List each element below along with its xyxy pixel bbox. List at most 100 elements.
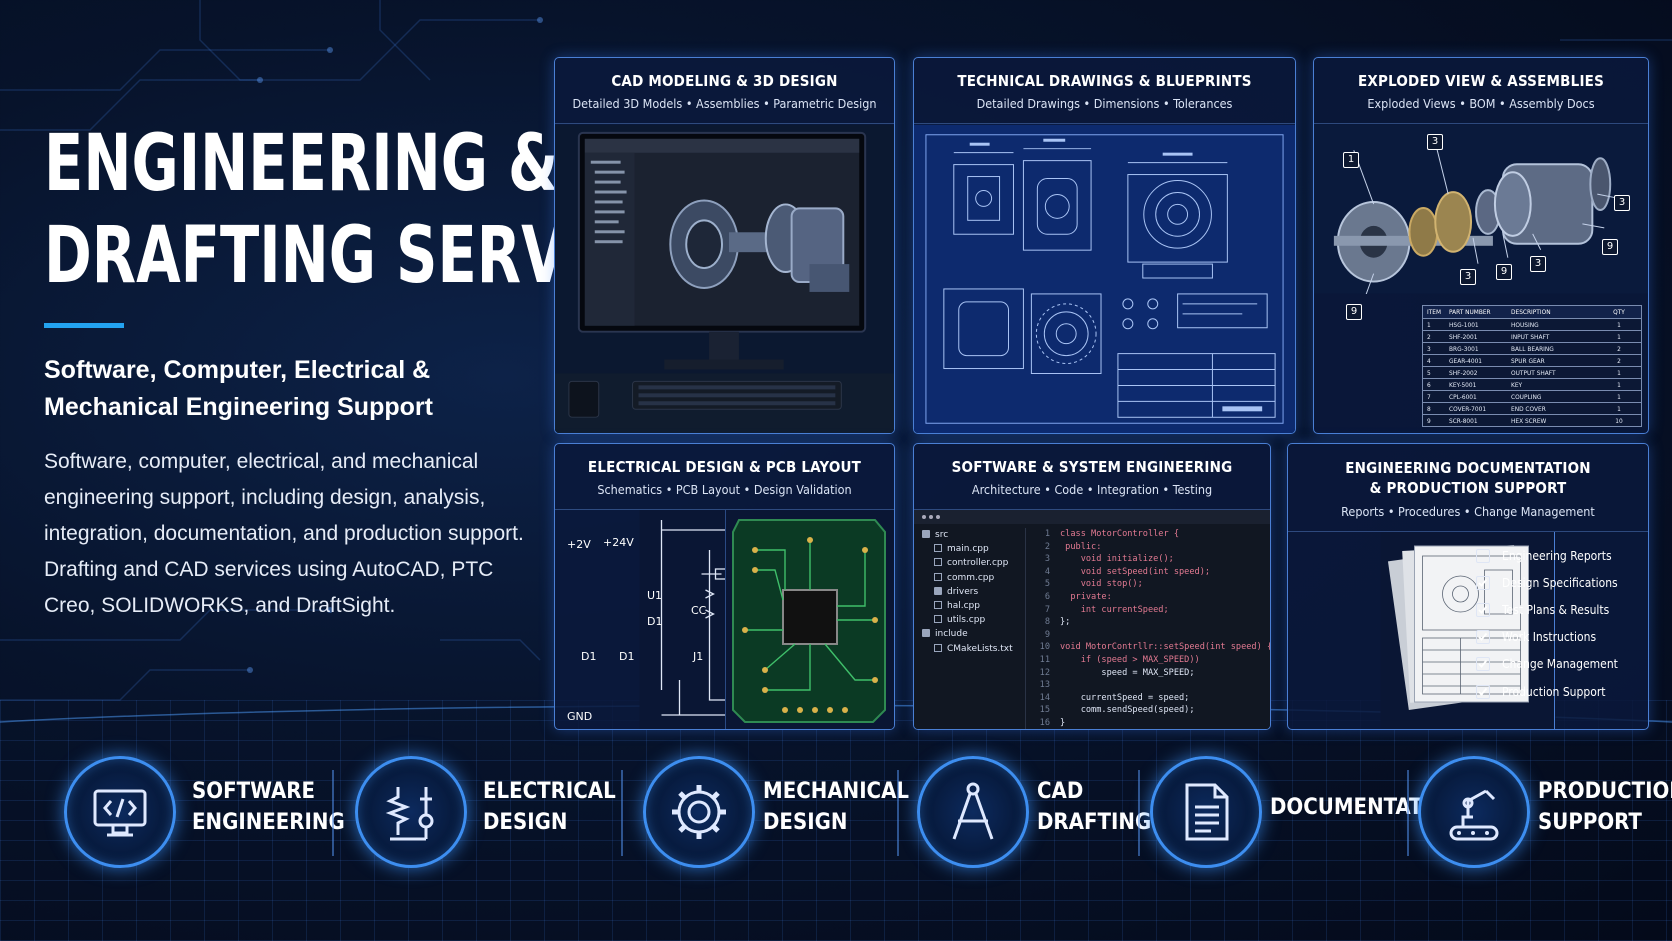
file-item[interactable]: comm.cpp [914, 571, 1025, 585]
code-line: 11 if (speed > MAX_SPEED)) [1028, 654, 1270, 667]
panel-subtitle: Detailed Drawings • Dimensions • Toleran… [976, 96, 1233, 111]
blueprint-illustration [914, 124, 1295, 433]
bom-cell: HOUSING [1511, 320, 1539, 329]
bom-cell: 2 [1617, 356, 1621, 365]
service-label-line2: DESIGN [483, 810, 568, 835]
folder-icon [934, 586, 942, 595]
line-number: 16 [1039, 717, 1050, 728]
panel-technical-drawings: TECHNICAL DRAWINGS & BLUEPRINTS Detailed… [913, 57, 1296, 434]
file-item[interactable]: hal.cpp [914, 599, 1025, 613]
bom-cell: 2 [1617, 344, 1621, 353]
tree-item-label: drivers [947, 586, 979, 597]
separator [621, 770, 623, 856]
checklist-item: Design Specifications [1476, 569, 1646, 596]
panel-title: TECHNICAL DRAWINGS & BLUEPRINTS [957, 72, 1252, 90]
callout-badge: 3 [1614, 190, 1630, 211]
bom-cell: OUTPUT SHAFT [1511, 368, 1556, 377]
checklist-item-label: Work Instructions [1502, 630, 1597, 645]
bom-cell: 6 [1427, 380, 1431, 389]
bom-cell: GEAR-4001 [1449, 356, 1483, 365]
callout-number: 9 [1346, 304, 1362, 320]
callout-badge: 9 [1602, 234, 1618, 255]
code-line: 13 [1028, 679, 1270, 692]
callout-number: 3 [1427, 134, 1443, 150]
code-line: 6 private: [1028, 591, 1270, 604]
callout-badge: 3 [1460, 264, 1476, 285]
hero-title: ENGINEERING & DRAFTING SERVICES [44, 118, 710, 302]
service-label-line1: CAD [1037, 779, 1084, 804]
file-item[interactable]: CMakeLists.txt [914, 642, 1025, 656]
file-icon [934, 600, 942, 609]
hero-subtitle-line1: Software, Computer, Electrical & [44, 356, 431, 384]
panel-software-engineering: SOFTWARE & SYSTEM ENGINEERING Architectu… [913, 443, 1271, 730]
hero-description: Software, computer, electrical, and mech… [44, 450, 524, 617]
checklist-item: Change Management [1476, 651, 1646, 678]
line-number: 3 [1044, 554, 1050, 565]
separator [1138, 770, 1140, 856]
schematic-label: U1 [647, 589, 663, 602]
panel-cad-modeling: CAD MODELING & 3D DESIGN Detailed 3D Mod… [554, 57, 895, 434]
callout-badge: 9 [1346, 299, 1362, 320]
code-line: 15 comm.sendSpeed(speed); [1028, 704, 1270, 717]
panel-exploded-view: EXPLODED VIEW & ASSEMBLIES Exploded View… [1313, 57, 1649, 434]
schematic-label: +24V [603, 536, 634, 549]
line-number: 14 [1039, 692, 1050, 703]
bom-cell: HSG-1001 [1449, 320, 1479, 329]
bom-cell: BALL BEARING [1511, 344, 1554, 353]
compass-icon [917, 756, 1029, 868]
panel-subtitle: Schematics • PCB Layout • Design Validat… [597, 482, 852, 497]
service-label-line1: MECHANICAL [763, 779, 910, 804]
file-icon [934, 643, 942, 652]
panel-title: SOFTWARE & SYSTEM ENGINEERING [951, 458, 1233, 476]
file-icon [934, 558, 942, 567]
bom-cell: 9 [1427, 416, 1431, 425]
service-label-line2: ENGINEERING [192, 810, 345, 835]
line-number: 2 [1044, 541, 1050, 552]
hero-subtitle-line2: Mechanical Engineering Support [44, 393, 433, 421]
schematic-label: J1 [693, 650, 704, 663]
code-text: void stop(); [1060, 579, 1143, 590]
schematic-label: D1 [619, 650, 635, 663]
bom-cell: BRG-3001 [1449, 344, 1479, 353]
file-item[interactable]: controller.cpp [914, 556, 1025, 570]
service-label-line2: SUPPORT [1538, 810, 1642, 835]
bom-cell: 2 [1427, 332, 1431, 341]
callout-number: 3 [1614, 195, 1630, 211]
callout-badge: 3 [1530, 251, 1546, 272]
bom-cell: COUPLING [1511, 392, 1542, 401]
folder-item[interactable]: include [914, 627, 1025, 641]
code-text: }; [1060, 617, 1071, 628]
checklist-item-label: Engineering Reports [1502, 548, 1612, 563]
code-text: comm.sendSpeed(speed); [1060, 705, 1195, 716]
folder-item[interactable]: drivers [914, 585, 1025, 599]
service-label-line1: SOFTWARE [192, 779, 316, 804]
bom-cell: SHF-2001 [1449, 332, 1478, 341]
window-dot-icon [929, 515, 933, 519]
code-line: 3 void initialize(); [1028, 553, 1270, 566]
checklist-item: Production Support [1476, 678, 1646, 705]
bom-cell: 1 [1617, 332, 1621, 341]
bom-cell: CPL-6001 [1449, 392, 1477, 401]
file-item[interactable]: utils.cpp [914, 613, 1025, 627]
schematic-label: D1 [647, 615, 663, 628]
file-icon [934, 572, 942, 581]
tree-item-label: CMakeLists.txt [947, 643, 1013, 654]
line-number: 5 [1044, 579, 1050, 590]
bom-cell: SHF-2002 [1449, 368, 1478, 377]
folder-item[interactable]: src [914, 528, 1025, 542]
separator [1407, 770, 1409, 856]
circuit-icon [355, 756, 467, 868]
schematic-label: D1 [581, 650, 597, 663]
panel-header: TECHNICAL DRAWINGS & BLUEPRINTS Detailed… [914, 58, 1295, 124]
documents-stack-illustration [1380, 532, 1556, 729]
line-number: 11 [1039, 654, 1050, 665]
panel-header: CAD MODELING & 3D DESIGN Detailed 3D Mod… [555, 58, 894, 124]
file-item[interactable]: main.cpp [914, 542, 1025, 556]
